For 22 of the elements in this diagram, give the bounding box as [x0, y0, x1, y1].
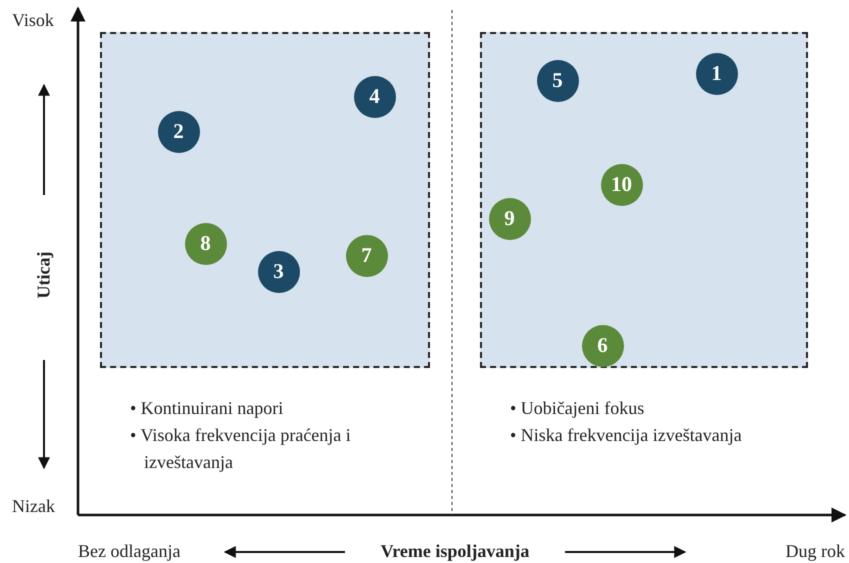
- number-circle: 5: [536, 60, 578, 102]
- dashed-region: [480, 32, 808, 368]
- axis-label: Bez odlaganja: [78, 541, 180, 562]
- bullet-text: • Niska frekvencija izveštavanja: [510, 424, 743, 447]
- bullet-text: • Visoka frekvencija praćenja i izveštavanja: [130, 424, 352, 474]
- axis-label: Nizak: [12, 496, 55, 517]
- number-circle: 2: [158, 110, 200, 152]
- bullet-text: • Uobičajeni fokus: [510, 397, 646, 420]
- number-circle: 7: [346, 234, 388, 276]
- bullet-text: • Kontinuirani napori: [130, 397, 284, 420]
- axis-label: Visok: [12, 10, 54, 31]
- number-circle: 6: [582, 324, 624, 366]
- number-circle: 4: [354, 76, 396, 118]
- number-circle: 8: [184, 222, 226, 264]
- number-circle: 3: [258, 250, 300, 292]
- dashed-region: [100, 32, 430, 368]
- number-circle: 1: [696, 52, 738, 94]
- number-circle: 9: [488, 198, 530, 240]
- axis-label: Dug rok: [786, 541, 845, 562]
- number-circle: 10: [600, 164, 642, 206]
- axis-title: Uticaj: [34, 252, 54, 298]
- axis-title: Vreme ispoljavanja: [380, 541, 530, 562]
